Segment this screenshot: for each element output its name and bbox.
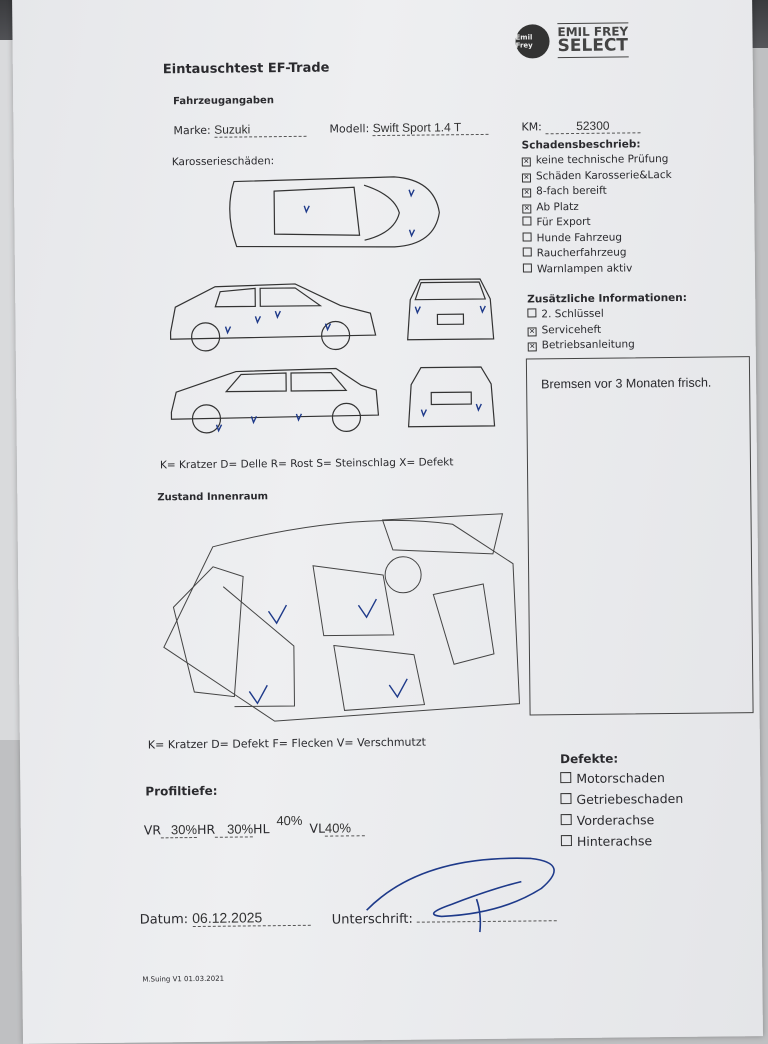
defects-title: Defekte: bbox=[559, 751, 619, 767]
additional-info-list: Zusätzliche Informationen: 2. Schlüssel✕… bbox=[527, 292, 687, 354]
form-title: Eintauschtest EF-Trade bbox=[162, 60, 330, 78]
handwritten-signature bbox=[366, 857, 555, 933]
checkbox-label: Betriebsanleitung bbox=[541, 338, 635, 352]
km-field: KM: 52300 bbox=[521, 118, 641, 135]
checkbox-item[interactable]: Vorderachse bbox=[560, 809, 684, 831]
interior-diagram bbox=[163, 513, 521, 722]
car-front-view bbox=[407, 278, 495, 341]
tread-title: Profiltiefe: bbox=[145, 783, 218, 799]
checkbox-item[interactable]: ✕ Ab Platz bbox=[522, 198, 672, 215]
body-damage-legend: K= Kratzer D= Delle R= Rost S= Steinschl… bbox=[159, 456, 454, 472]
km-value: 52300 bbox=[545, 118, 641, 135]
car-side-view-right bbox=[170, 367, 380, 434]
checkbox-label: Motorschaden bbox=[576, 770, 665, 787]
checkbox-item[interactable]: ✕ Serviceheft bbox=[527, 321, 687, 338]
hl-value[interactable]: 40% bbox=[276, 812, 303, 829]
damage-description-title: Schadensbeschrieb: bbox=[521, 138, 641, 152]
unchecked-box-icon[interactable] bbox=[522, 216, 532, 226]
km-label: KM: bbox=[521, 120, 542, 134]
car-rear-view bbox=[407, 366, 496, 428]
checkbox-item[interactable]: Für Export bbox=[522, 214, 672, 231]
form-version: M.Suing V1 01.03.2021 bbox=[142, 974, 225, 984]
checkbox-item[interactable]: Motorschaden bbox=[560, 767, 683, 789]
car-top-view bbox=[229, 176, 440, 248]
notes-text: Bremsen vor 3 Monaten frisch. bbox=[541, 375, 712, 392]
checkbox-item[interactable]: ✕Schäden Karosserie&Lack bbox=[521, 167, 672, 184]
hl-label: HL bbox=[253, 821, 270, 837]
checkbox-item[interactable]: 2. Schlüssel bbox=[527, 306, 687, 323]
checkbox-item[interactable]: Raucherfahrzeug bbox=[522, 245, 673, 262]
vl-label: VL bbox=[309, 820, 326, 836]
checkbox-label: Vorderachse bbox=[576, 812, 655, 829]
unchecked-box-icon[interactable] bbox=[522, 262, 532, 273]
checked-box-icon[interactable]: ✕ bbox=[527, 326, 537, 336]
handwritten-interior-marks bbox=[248, 598, 408, 705]
checked-box-icon[interactable]: ✕ bbox=[522, 203, 532, 214]
date-label: Datum: bbox=[139, 912, 189, 928]
car-body-diagram bbox=[169, 176, 496, 434]
date-value[interactable]: 06.12.2025 bbox=[192, 908, 311, 928]
make-value: Suzuki bbox=[214, 121, 307, 138]
checkbox-label: Serviceheft bbox=[541, 323, 602, 336]
checkbox-label: Schäden Karosserie&Lack bbox=[535, 168, 672, 182]
interior-title: Zustand Innenraum bbox=[157, 491, 269, 504]
vr-value[interactable]: 30% bbox=[160, 821, 198, 839]
checked-box-icon[interactable]: ✕ bbox=[521, 172, 532, 183]
make-label: Marke: bbox=[173, 123, 211, 138]
checkbox-label: 2. Schlüssel bbox=[541, 307, 604, 321]
hr-label: HR bbox=[196, 821, 216, 837]
model-field: Modell: Swift Sport 1.4 T bbox=[329, 119, 489, 137]
checked-box-icon[interactable]: ✕ bbox=[527, 342, 537, 352]
unchecked-box-icon[interactable] bbox=[560, 793, 572, 805]
vr-label: VR bbox=[143, 822, 162, 838]
checkbox-label: Hunde Fahrzeug bbox=[536, 231, 623, 244]
unchecked-box-icon[interactable] bbox=[527, 308, 537, 318]
checkbox-item[interactable]: ✕ Betriebsanleitung bbox=[527, 337, 688, 354]
model-label: Modell: bbox=[329, 122, 370, 136]
make-field: Marke: Suzuki bbox=[173, 121, 307, 138]
checkbox-label: 8-fach bereift bbox=[536, 184, 607, 198]
emil-frey-logo: Emil Frey EMIL FREY SELECT bbox=[515, 22, 629, 59]
model-value: Swift Sport 1.4 T bbox=[372, 119, 489, 137]
additional-info-title: Zusätzliche Informationen: bbox=[527, 291, 688, 306]
unchecked-box-icon[interactable] bbox=[522, 247, 532, 257]
unchecked-box-icon[interactable] bbox=[560, 772, 572, 784]
checkbox-label: Getriebeschaden bbox=[576, 790, 684, 808]
date-field: Datum: 06.12.2025 bbox=[139, 908, 311, 928]
unchecked-box-icon[interactable] bbox=[560, 814, 572, 826]
car-side-view-left bbox=[169, 283, 377, 352]
unchecked-box-icon[interactable] bbox=[560, 835, 572, 847]
unchecked-box-icon[interactable] bbox=[522, 231, 532, 242]
notes-box[interactable]: Bremsen vor 3 Monaten frisch. bbox=[525, 356, 754, 716]
checkbox-item[interactable]: Warnlampen aktiv bbox=[522, 260, 673, 277]
vehicle-section-title: Fahrzeugangaben bbox=[173, 95, 274, 108]
checkbox-label: Ab Platz bbox=[536, 200, 579, 213]
checked-box-icon[interactable]: ✕ bbox=[522, 188, 532, 198]
checkbox-label: Raucherfahrzeug bbox=[536, 246, 627, 260]
trade-in-form: Eintauschtest EF-Trade Emil Frey EMIL FR… bbox=[12, 0, 763, 1044]
checkbox-item[interactable]: Getriebeschaden bbox=[560, 788, 683, 810]
vl-value[interactable]: 40% bbox=[324, 820, 366, 837]
checkbox-label: Für Export bbox=[536, 215, 591, 229]
handwritten-damage-marks bbox=[215, 189, 486, 433]
checkbox-item[interactable]: ✕ keine technische Prüfung bbox=[521, 152, 672, 169]
interior-legend: K= Kratzer D= Defekt F= Flecken V= Versc… bbox=[147, 735, 426, 752]
checkbox-item[interactable]: ✕ 8-fach bereift bbox=[522, 183, 672, 200]
damage-description-list: Schadensbeschrieb: ✕keine technische Prü… bbox=[522, 138, 673, 278]
checkbox-label: Warnlampen aktiv bbox=[536, 261, 633, 275]
checkbox-label: keine technische Prüfung bbox=[535, 153, 669, 167]
logo-line2: SELECT bbox=[557, 35, 629, 57]
checkbox-item[interactable]: Hunde Fahrzeug bbox=[522, 229, 673, 246]
checked-box-icon[interactable]: ✕ bbox=[521, 157, 531, 167]
checkbox-item[interactable]: Hinterachse bbox=[560, 830, 684, 852]
checkbox-label: Hinterachse bbox=[576, 833, 653, 850]
hr-value[interactable]: 30% bbox=[215, 821, 254, 838]
emblem-icon: Emil Frey bbox=[515, 23, 550, 59]
